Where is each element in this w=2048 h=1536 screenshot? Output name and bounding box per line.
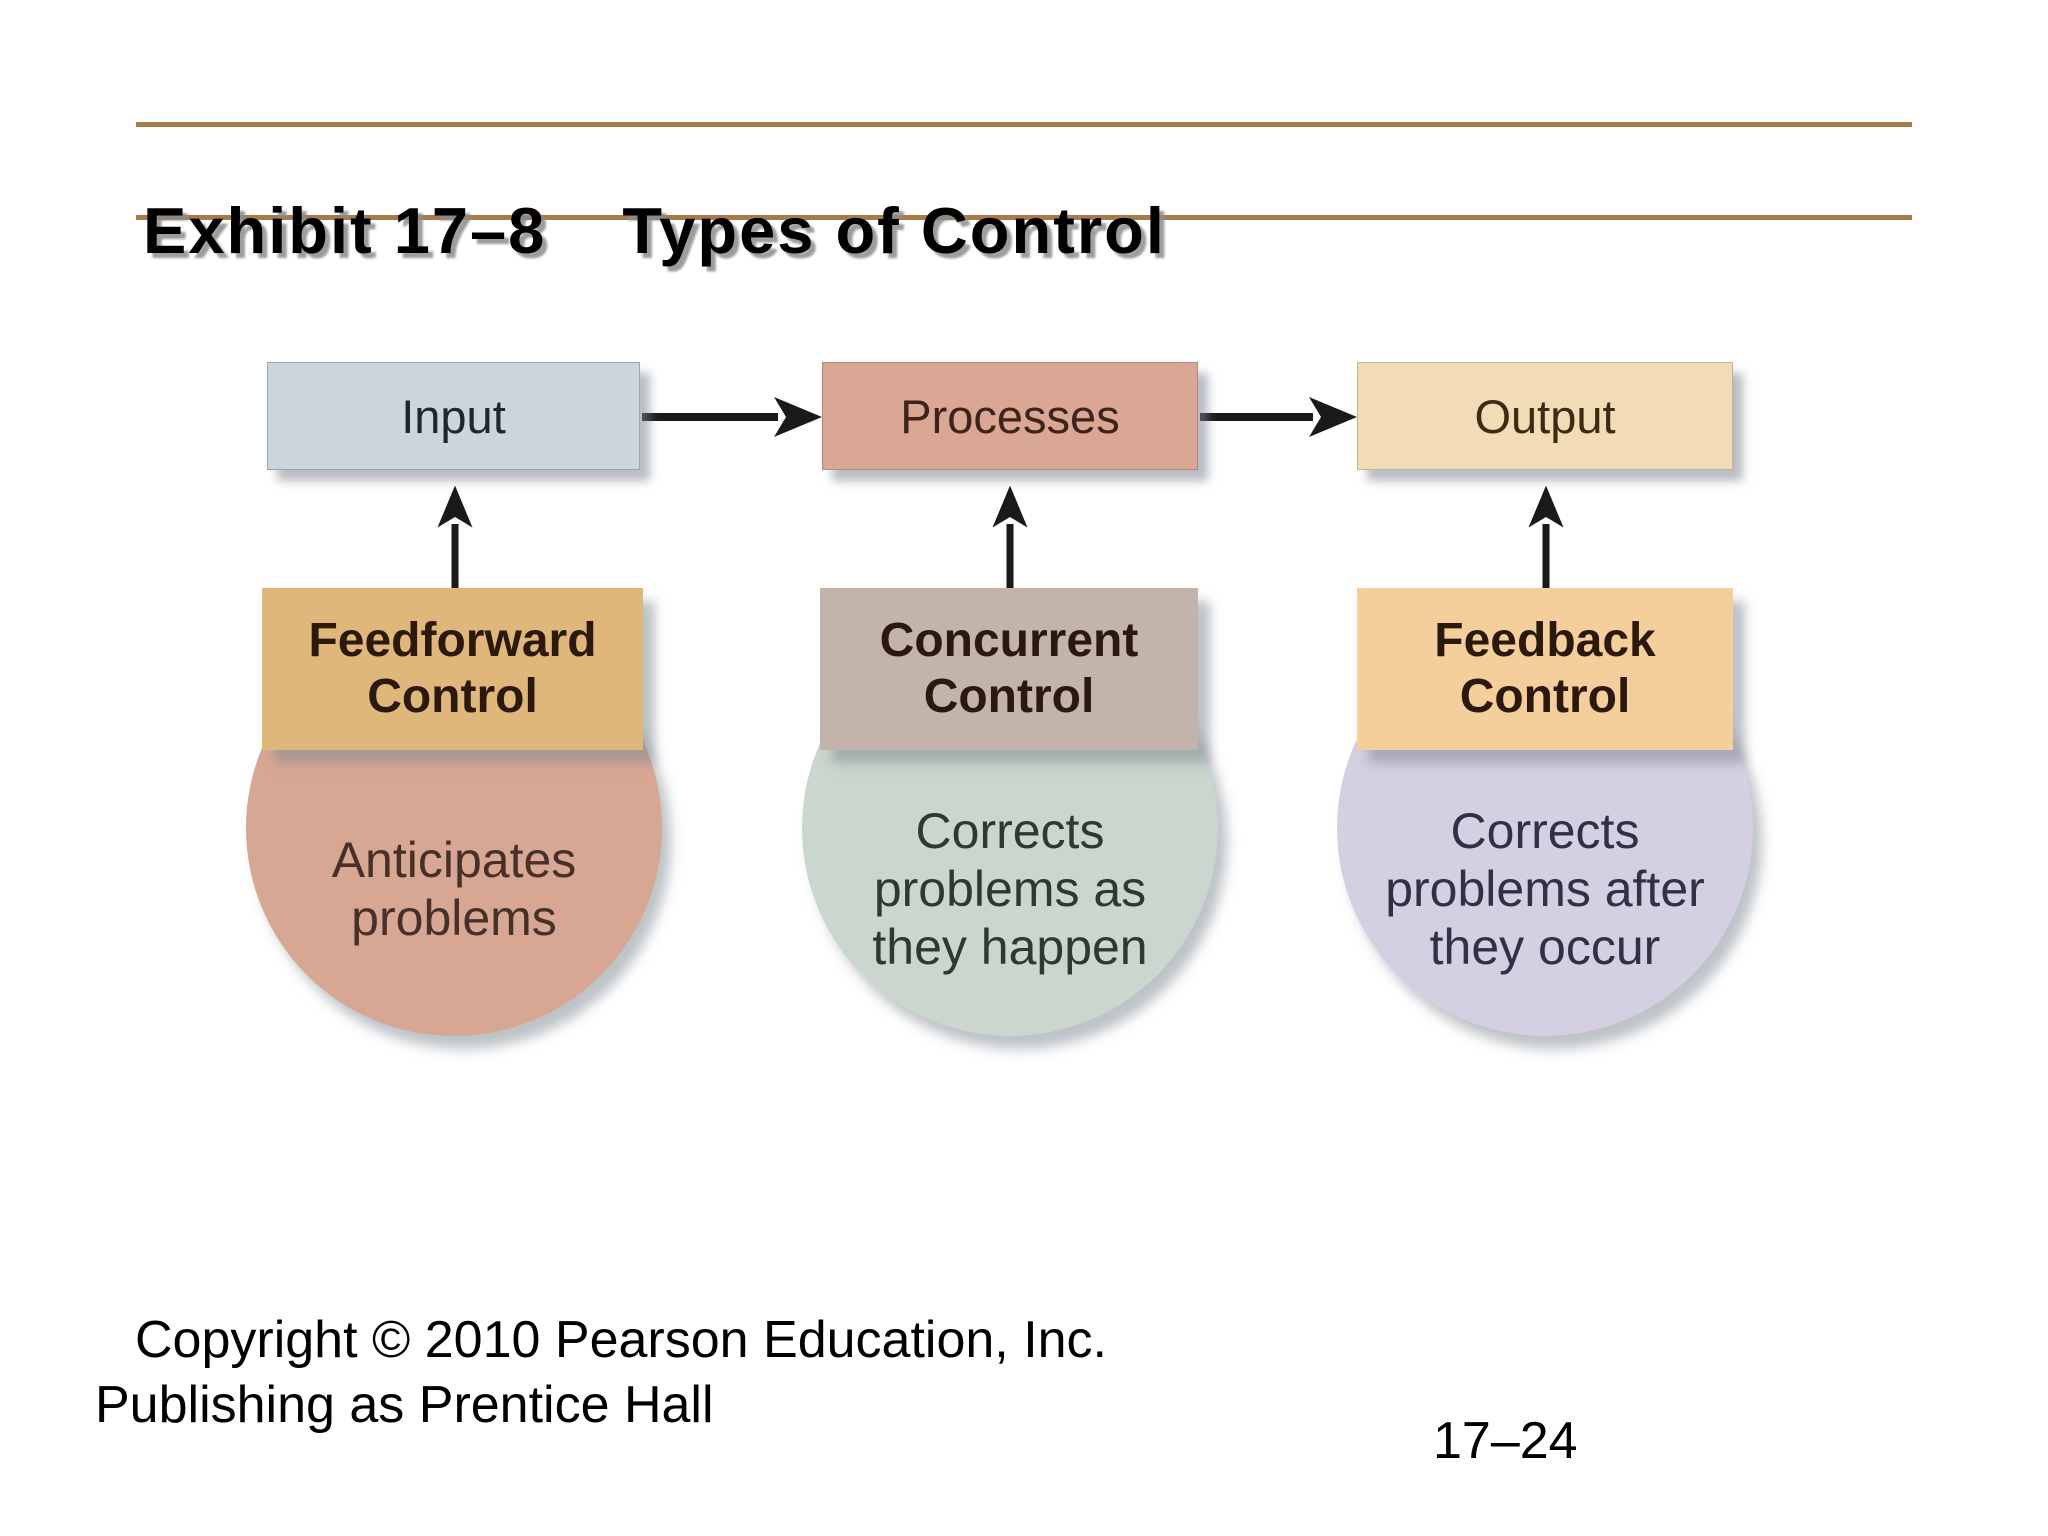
output-box-label: Output (1474, 389, 1616, 443)
top-rule (136, 122, 1912, 127)
feedback-description-text: Corrects problems after they occur (1385, 803, 1705, 975)
input-box: Input (267, 362, 640, 470)
title-text: Types of Control (622, 193, 1166, 267)
feedforward-control-header: Feedforward Control (262, 588, 643, 750)
feedback-description: Corrects problems after they occur (1365, 756, 1725, 1022)
copyright-line-2: Publishing as Prentice Hall (95, 1376, 714, 1434)
feedback-control-header: Feedback Control (1357, 588, 1733, 750)
input-box-label: Input (401, 389, 506, 443)
processes-box: Processes (822, 362, 1198, 470)
page-number: 17–24 (1433, 1412, 1578, 1470)
feedforward-description-text: Anticipates problems (331, 832, 577, 946)
copyright-line-1: Copyright © 2010 Pearson Education, Inc. (135, 1311, 1108, 1369)
title-underline-rule (136, 215, 1912, 220)
concurrent-control-label: Concurrent Control (879, 614, 1139, 723)
exhibit-number: Exhibit 17–8 (143, 193, 547, 267)
copyright-notice: Copyright © 2010 Pearson Education, Inc.… (95, 1308, 1107, 1438)
output-box: Output (1357, 362, 1733, 470)
concurrent-control-header: Concurrent Control (820, 588, 1198, 750)
feedforward-description: Anticipates problems (304, 756, 604, 1022)
feedback-control-label: Feedback Control (1434, 614, 1656, 723)
feedforward-control-label: Feedforward Control (308, 614, 597, 723)
processes-box-label: Processes (900, 389, 1120, 443)
concurrent-description-text: Corrects problems as they happen (872, 803, 1148, 975)
concurrent-description: Corrects problems as they happen (855, 756, 1165, 1022)
